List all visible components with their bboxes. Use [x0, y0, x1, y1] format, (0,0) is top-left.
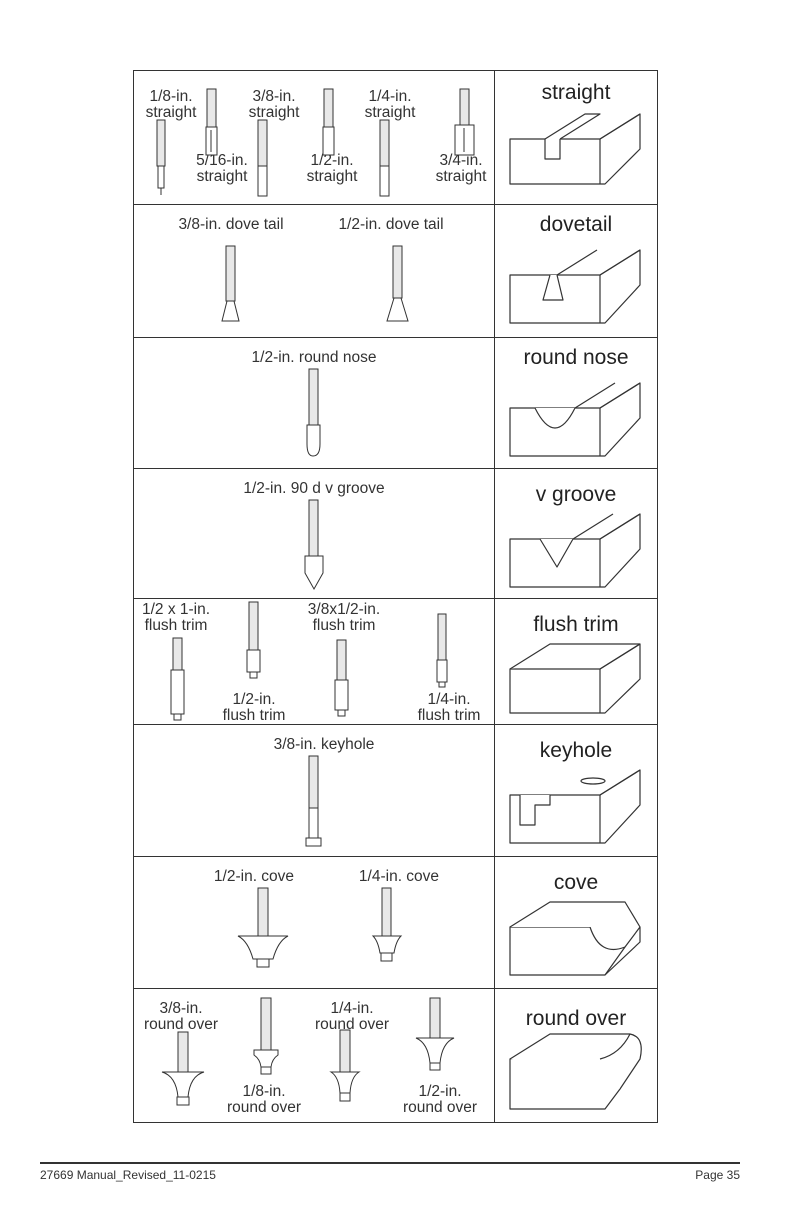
- dovetail-bit-icon: [221, 245, 240, 322]
- bit-label: 3/8x1/2-in.flush trim: [307, 601, 381, 634]
- row-straight: 1/8-in.straight 3/8-in.straight 1/4-in.s…: [134, 71, 657, 204]
- cove-bit-icon: [371, 887, 403, 962]
- footer-rule: [40, 1162, 740, 1164]
- profile-title: dovetail: [539, 213, 613, 236]
- footer-page-number: Page 35: [695, 1168, 740, 1182]
- round-nose-profile-icon: [509, 382, 641, 457]
- bit-label: 3/8-in.round over: [143, 1000, 219, 1033]
- straight-bit-icon: [257, 119, 268, 197]
- round-over-bit-icon: [415, 997, 455, 1071]
- bit-label: 1/8-in.straight: [145, 88, 197, 121]
- bit-label: 3/8-in.straight: [248, 88, 300, 121]
- straight-bit-icon: [322, 88, 335, 156]
- round-over-bit-icon: [161, 1031, 205, 1106]
- row-keyhole: 3/8-in. keyhole keyhole: [134, 724, 657, 856]
- profile-title: keyhole: [539, 739, 613, 762]
- row-round-nose: 1/2-in. round nose round nose: [134, 337, 657, 468]
- flush-trim-bit-icon: [436, 613, 448, 688]
- profile-title: v groove: [535, 483, 617, 506]
- bit-label: 3/4-in.straight: [435, 152, 487, 185]
- row-flush-trim: 1/2 x 1-in.flush trim 3/8x1/2-in.flush t…: [134, 598, 657, 724]
- bit-label: 1/4-in.flush trim: [417, 691, 481, 724]
- bit-label: 1/2-in. round nose: [251, 349, 377, 366]
- keyhole-bit-icon: [305, 755, 322, 847]
- straight-groove-profile-icon: [509, 113, 641, 185]
- router-bits-table: 1/8-in.straight 3/8-in.straight 1/4-in.s…: [133, 70, 658, 1123]
- profile-title: round over: [525, 1007, 627, 1030]
- bit-label: 5/16-in.straight: [196, 152, 248, 185]
- keyhole-profile-icon: [509, 769, 641, 844]
- cove-profile-icon: [509, 901, 641, 976]
- round-over-bit-icon: [329, 1029, 361, 1102]
- dovetail-bit-icon: [386, 245, 409, 322]
- bit-label: 1/4-in.straight: [364, 88, 416, 121]
- bit-label: 1/2 x 1-in.flush trim: [141, 601, 211, 634]
- row-dovetail: 3/8-in. dove tail 1/2-in. dove tail dove…: [134, 204, 657, 337]
- profile-title: flush trim: [533, 613, 619, 636]
- straight-bits-cell: 1/8-in.straight 3/8-in.straight 1/4-in.s…: [134, 71, 495, 204]
- cove-bit-icon: [237, 887, 289, 968]
- footer-doc-id: 27669 Manual_Revised_11-0215: [40, 1168, 216, 1182]
- bit-label: 1/2-in.straight: [306, 152, 358, 185]
- profile-title: cove: [553, 871, 599, 894]
- flush-trim-bit-icon: [170, 637, 185, 721]
- straight-bit-icon: [156, 119, 166, 195]
- bit-label: 1/4-in.round over: [314, 1000, 390, 1033]
- straight-bit-icon: [205, 88, 218, 156]
- straight-bit-icon: [379, 119, 390, 197]
- flush-trim-bit-icon: [334, 639, 349, 717]
- bit-label: 3/8-in. keyhole: [273, 736, 375, 753]
- bit-label: 3/8-in. dove tail: [178, 216, 284, 233]
- flush-trim-profile-icon: [509, 643, 641, 714]
- bit-label: 1/2-in.flush trim: [222, 691, 286, 724]
- profile-title: round nose: [523, 346, 629, 369]
- bit-label: 1/4-in. cove: [358, 868, 440, 885]
- bit-label: 1/2-in. cove: [213, 868, 295, 885]
- bit-label: 1/8-in.round over: [226, 1083, 302, 1116]
- row-v-groove: 1/2-in. 90 d v groove v groove: [134, 468, 657, 598]
- dovetail-profile-icon: [509, 249, 641, 324]
- profile-title: straight: [541, 81, 611, 104]
- round-nose-bit-icon: [306, 368, 321, 457]
- bit-label: 1/2-in. dove tail: [338, 216, 444, 233]
- straight-bit-icon: [454, 88, 475, 156]
- bit-label: 1/2-in. 90 d v groove: [243, 480, 385, 497]
- straight-profile-cell: straight: [495, 71, 657, 204]
- row-cove: 1/2-in. cove 1/4-in. cove cove: [134, 856, 657, 988]
- flush-trim-bit-icon: [246, 601, 261, 679]
- v-groove-bit-icon: [304, 499, 324, 591]
- v-groove-profile-icon: [509, 513, 641, 588]
- row-round-over: 3/8-in.round over 1/4-in.round over 1/8-…: [134, 988, 657, 1122]
- round-over-bit-icon: [253, 997, 279, 1075]
- bit-label: 1/2-in.round over: [402, 1083, 478, 1116]
- round-over-profile-icon: [509, 1033, 642, 1110]
